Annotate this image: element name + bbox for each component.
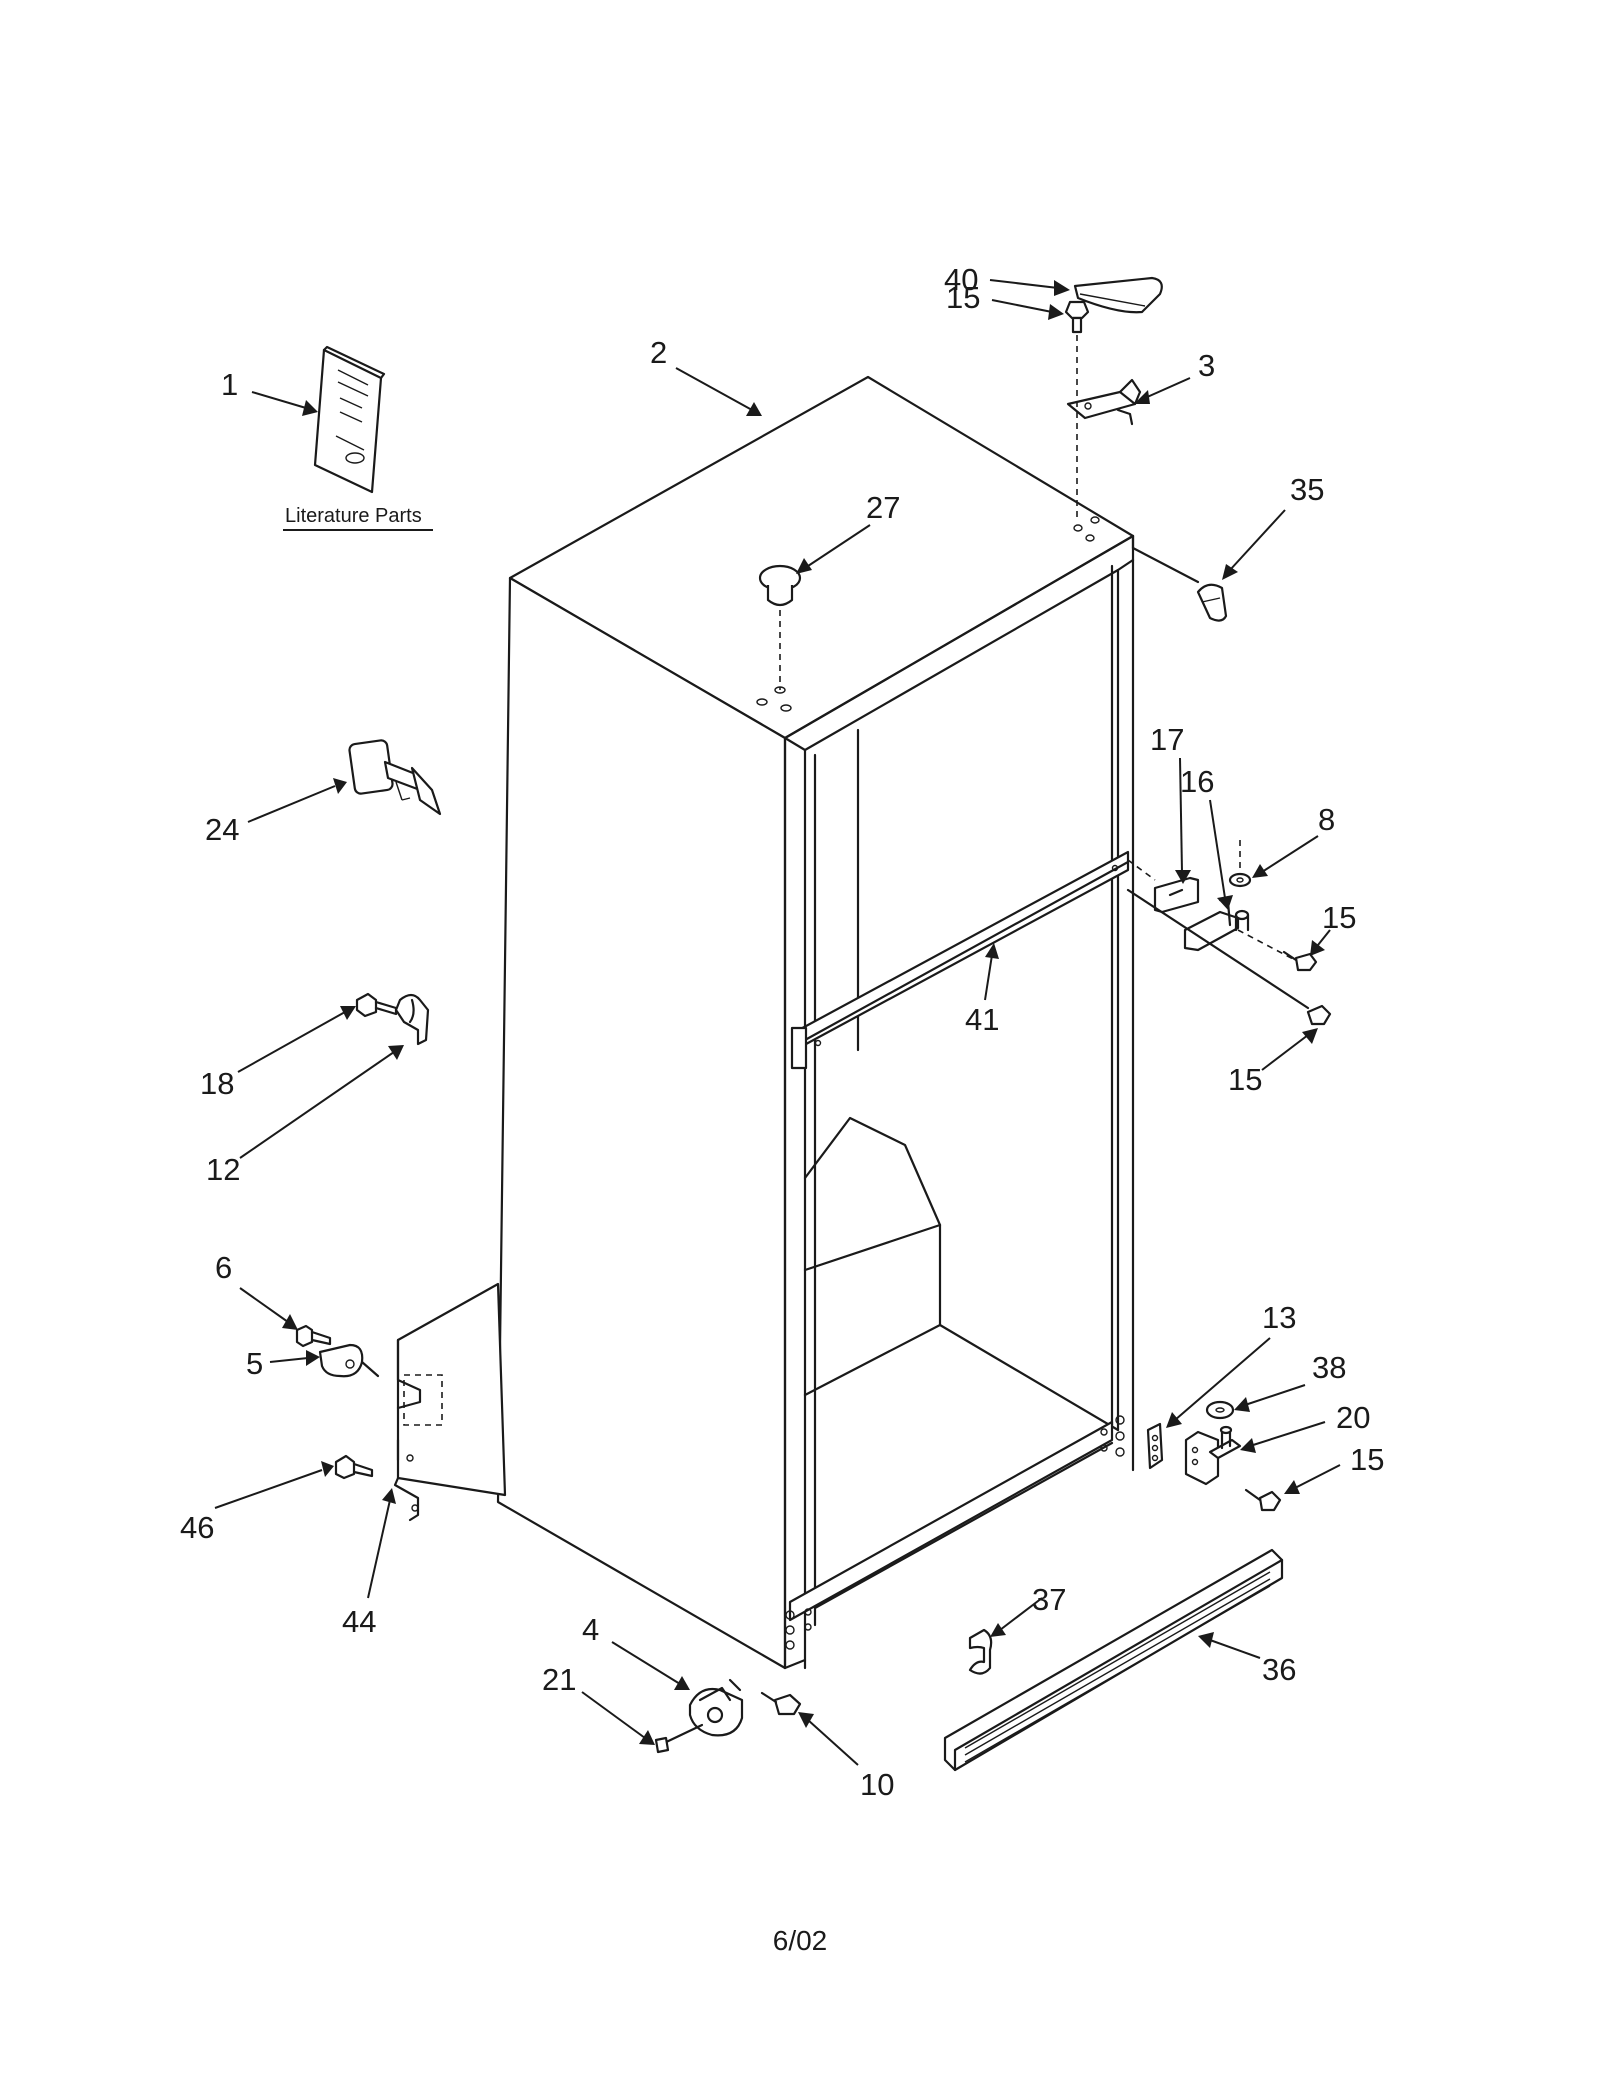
callout-17: 17 <box>1150 722 1184 757</box>
callout-6: 6 <box>215 1250 232 1285</box>
door-stop-clip-icon <box>394 993 430 1046</box>
leveling-screw-icon <box>760 1691 802 1716</box>
hinge-cover-icon <box>1073 276 1163 314</box>
mid-hinge-screw-icon <box>1282 950 1318 972</box>
callout-41: 41 <box>965 1002 999 1037</box>
roller-bracket-icon <box>688 1678 744 1737</box>
bottom-hinge-icon <box>1184 1425 1242 1486</box>
callout-16: 16 <box>1180 764 1214 799</box>
callout-15-mid-lower: 15 <box>1228 1062 1262 1097</box>
literature-parts-caption: Literature Parts <box>285 505 422 527</box>
callout-36: 36 <box>1262 1652 1296 1687</box>
callout-35: 35 <box>1290 472 1324 507</box>
back-panel-screw-icon <box>334 1454 374 1480</box>
callout-27: 27 <box>866 490 900 525</box>
callout-8: 8 <box>1318 802 1335 837</box>
mid-hinge-screw-lower-icon <box>1306 1004 1332 1026</box>
callout-38: 38 <box>1312 1350 1346 1385</box>
callout-15-top: 15 <box>946 280 980 315</box>
callout-18: 18 <box>200 1066 234 1101</box>
bottom-hinge-washer-icon <box>1205 1400 1235 1420</box>
toe-grille-icon <box>943 1548 1284 1772</box>
leader-lines <box>214 279 1341 1766</box>
back-panel-icon <box>393 1338 443 1522</box>
cabinet-plug-icon <box>758 564 802 607</box>
cabinet-body <box>396 375 1135 1670</box>
hinge-screw-icon <box>1064 300 1090 334</box>
callout-24: 24 <box>205 812 239 847</box>
callout-15-bottom: 15 <box>1350 1442 1384 1477</box>
bottom-hinge-screw-icon <box>1244 1488 1282 1512</box>
callout-46: 46 <box>180 1510 214 1545</box>
callout-44: 44 <box>342 1604 376 1639</box>
callout-37: 37 <box>1032 1582 1066 1617</box>
callout-10: 10 <box>860 1767 894 1802</box>
hose-clamp-icon <box>318 1343 364 1378</box>
hinge-end-cap-icon <box>1196 583 1228 622</box>
callout-4: 4 <box>582 1612 599 1647</box>
roller-screw-icon <box>654 1723 704 1754</box>
callout-1: 1 <box>221 367 238 402</box>
callout-2: 2 <box>650 335 667 370</box>
center-hinge-icon <box>1183 898 1250 952</box>
callout-13: 13 <box>1262 1300 1296 1335</box>
callout-20: 20 <box>1336 1400 1370 1435</box>
bottom-hinge-shim-icon <box>1146 1422 1164 1470</box>
literature-booklet-icon <box>313 345 386 494</box>
hose-clamp-screw-icon <box>295 1324 332 1348</box>
leveling-bolt-icon <box>348 739 442 816</box>
callout-40: 40 <box>944 262 978 297</box>
top-hinge-icon <box>1066 378 1142 426</box>
hinge-washer-icon <box>1228 872 1252 888</box>
callout-12: 12 <box>206 1152 240 1187</box>
clip-screw-icon <box>355 992 398 1018</box>
callout-5: 5 <box>246 1346 263 1381</box>
footer-date: 6/02 <box>773 1925 828 1956</box>
callout-15-mid: 15 <box>1322 900 1356 935</box>
center-hinge-bracket-icon <box>1153 876 1200 914</box>
callout-3: 3 <box>1198 348 1215 383</box>
grille-clip-icon <box>968 1628 993 1675</box>
callout-21: 21 <box>542 1662 576 1697</box>
